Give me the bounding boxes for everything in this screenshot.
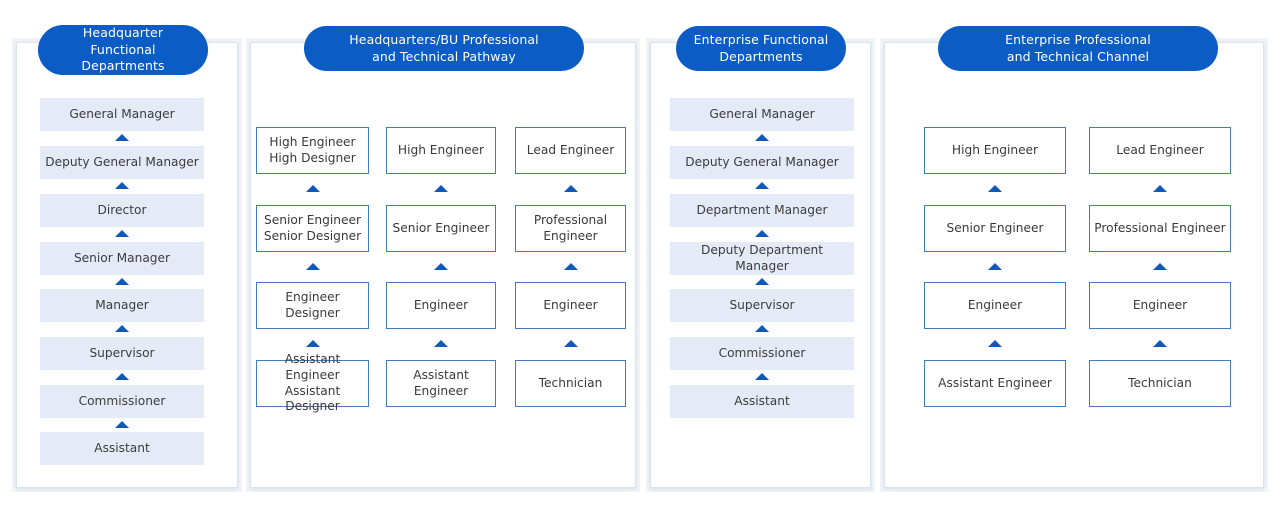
panel-title-enterprise-functional-departments: Enterprise Functional Departments	[676, 26, 846, 71]
arrow-up-2c-3	[564, 340, 578, 347]
node-ent-high-engineer[interactable]: High Engineer	[924, 127, 1066, 174]
arrow-up-3-2	[755, 182, 769, 189]
node-lead-engineer-c[interactable]: Lead Engineer	[515, 127, 626, 174]
node-assistant[interactable]: Assistant	[40, 432, 204, 465]
arrow-up-3-1	[755, 134, 769, 141]
arrow-up-4a-2	[988, 263, 1002, 270]
node-deputy-general-manager[interactable]: Deputy General Manager	[40, 146, 204, 179]
panel-4-body: High Engineer Senior Engineer Engineer A…	[885, 43, 1263, 487]
arrow-up-3-5	[755, 325, 769, 332]
node-commissioner[interactable]: Commissioner	[40, 385, 204, 418]
node-director[interactable]: Director	[40, 194, 204, 227]
node-engineer-designer[interactable]: Engineer Designer	[256, 282, 369, 329]
arrow-up-4a-3	[988, 340, 1002, 347]
arrow-up-1-4	[115, 278, 129, 285]
arrow-up-2b-1	[434, 185, 448, 192]
arrow-up-3-3	[755, 230, 769, 237]
node-ent-professional-engineer[interactable]: Professional Engineer	[1089, 205, 1231, 252]
node-ent-general-manager[interactable]: General Manager	[670, 98, 854, 131]
panel-enterprise-professional-and-technical-channel: High Engineer Senior Engineer Engineer A…	[884, 42, 1264, 488]
arrow-up-3-4	[755, 278, 769, 285]
arrow-up-2a-1	[306, 185, 320, 192]
node-high-engineer-b[interactable]: High Engineer	[386, 127, 496, 174]
panel-headquarter-functional-departments: General Manager Deputy General Manager D…	[16, 42, 238, 488]
panel-title-enterprise-professional-and-technical-channel: Enterprise Professional and Technical Ch…	[938, 26, 1218, 71]
node-ent-lead-engineer[interactable]: Lead Engineer	[1089, 127, 1231, 174]
node-senior-engineer-senior-designer[interactable]: Senior Engineer Senior Designer	[256, 205, 369, 252]
node-ent-commissioner[interactable]: Commissioner	[670, 337, 854, 370]
node-senior-engineer-b[interactable]: Senior Engineer	[386, 205, 496, 252]
node-ent-engineer-a[interactable]: Engineer	[924, 282, 1066, 329]
node-ent-assistant-engineer[interactable]: Assistant Engineer	[924, 360, 1066, 407]
arrow-up-4b-1	[1153, 185, 1167, 192]
node-ent-assistant[interactable]: Assistant	[670, 385, 854, 418]
node-manager[interactable]: Manager	[40, 289, 204, 322]
arrow-up-4b-3	[1153, 340, 1167, 347]
arrow-up-3-6	[755, 373, 769, 380]
panel-title-headquarter-functional-departments: Headquarter Functional Departments	[38, 25, 208, 75]
node-ent-supervisor[interactable]: Supervisor	[670, 289, 854, 322]
arrow-up-1-5	[115, 325, 129, 332]
node-assistant-engineer-b[interactable]: Assistant Engineer	[386, 360, 496, 407]
arrow-up-1-2	[115, 182, 129, 189]
arrow-up-2b-3	[434, 340, 448, 347]
panel-title-headquarters-bu-professional-and-technical-pathway: Headquarters/BU Professional and Technic…	[304, 26, 584, 71]
node-senior-manager[interactable]: Senior Manager	[40, 242, 204, 275]
node-engineer-c[interactable]: Engineer	[515, 282, 626, 329]
panel-1-body: General Manager Deputy General Manager D…	[17, 43, 237, 487]
arrow-up-1-6	[115, 373, 129, 380]
node-professional-engineer-c[interactable]: Professional Engineer	[515, 205, 626, 252]
panel-enterprise-functional-departments: General Manager Deputy General Manager D…	[650, 42, 871, 488]
arrow-up-1-1	[115, 134, 129, 141]
panel-3-body: General Manager Deputy General Manager D…	[651, 43, 870, 487]
panel-headquarters-bu-professional-and-technical-pathway: High Engineer High Designer Senior Engin…	[250, 42, 636, 488]
node-ent-deputy-department-manager[interactable]: Deputy Department Manager	[670, 242, 854, 275]
node-ent-engineer-b[interactable]: Engineer	[1089, 282, 1231, 329]
panel-2-body: High Engineer High Designer Senior Engin…	[251, 43, 635, 487]
arrow-up-1-7	[115, 421, 129, 428]
node-technician-c[interactable]: Technician	[515, 360, 626, 407]
node-assistant-engineer-assistant-designer[interactable]: Assistant Engineer Assistant Designer	[256, 352, 369, 413]
node-high-engineer-high-designer[interactable]: High Engineer High Designer	[256, 127, 369, 174]
node-general-manager[interactable]: General Manager	[40, 98, 204, 131]
arrow-up-1-3	[115, 230, 129, 237]
arrow-up-2a-2	[306, 263, 320, 270]
node-engineer-b[interactable]: Engineer	[386, 282, 496, 329]
arrow-up-4a-1	[988, 185, 1002, 192]
arrow-up-4b-2	[1153, 263, 1167, 270]
arrow-up-2c-1	[564, 185, 578, 192]
node-supervisor[interactable]: Supervisor	[40, 337, 204, 370]
arrow-up-2c-2	[564, 263, 578, 270]
node-ent-technician[interactable]: Technician	[1089, 360, 1231, 407]
node-ent-department-manager[interactable]: Department Manager	[670, 194, 854, 227]
node-ent-senior-engineer[interactable]: Senior Engineer	[924, 205, 1066, 252]
arrow-up-2b-2	[434, 263, 448, 270]
node-ent-deputy-general-manager[interactable]: Deputy General Manager	[670, 146, 854, 179]
arrow-up-2a-3	[306, 340, 320, 347]
